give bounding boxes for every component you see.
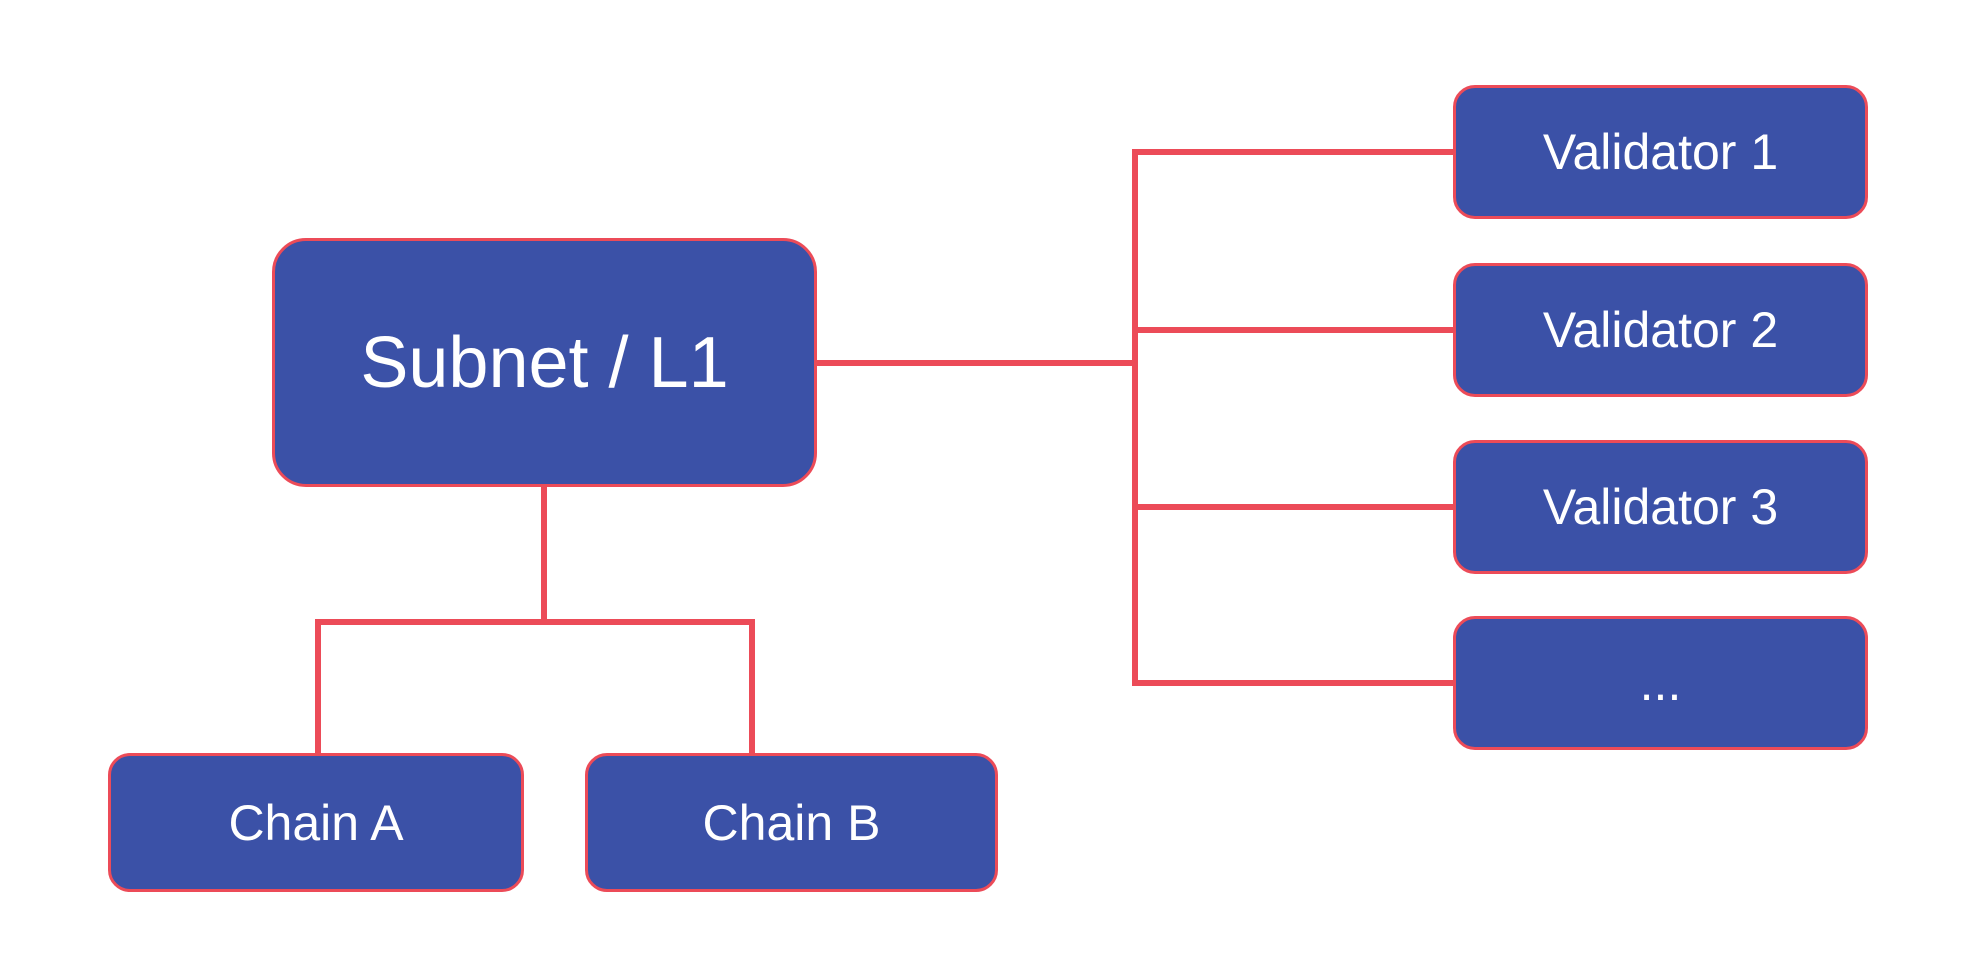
node-validator-2-label: Validator 2 xyxy=(1542,302,1779,358)
connector-subnet-to-trunk xyxy=(815,360,1138,366)
node-validator-more: ... xyxy=(1453,616,1868,750)
node-validator-2: Validator 2 xyxy=(1453,263,1868,397)
node-subnet-l1: Subnet / L1 xyxy=(272,238,817,487)
node-validator-1: Validator 1 xyxy=(1453,85,1868,219)
connector-drop-chain-a xyxy=(315,619,321,755)
connector-validator-trunk xyxy=(1132,149,1138,686)
node-chain-b-label: Chain B xyxy=(702,794,881,851)
node-validator-1-label: Validator 1 xyxy=(1542,124,1779,180)
node-validator-more-label: ... xyxy=(1639,655,1682,711)
node-chain-b: Chain B xyxy=(585,753,998,892)
connector-chain-split-bar xyxy=(315,619,755,625)
node-validator-3-label: Validator 3 xyxy=(1542,479,1779,535)
node-chain-a: Chain A xyxy=(108,753,524,892)
node-validator-3: Validator 3 xyxy=(1453,440,1868,574)
connector-branch-validator-3 xyxy=(1132,504,1453,510)
connector-branch-validator-2 xyxy=(1132,327,1453,333)
node-chain-a-label: Chain A xyxy=(228,794,404,851)
connector-subnet-drop xyxy=(541,487,547,625)
connector-branch-validator-more xyxy=(1132,680,1453,686)
node-subnet-l1-label: Subnet / L1 xyxy=(360,322,729,403)
connector-branch-validator-1 xyxy=(1132,149,1453,155)
connector-drop-chain-b xyxy=(749,619,755,755)
